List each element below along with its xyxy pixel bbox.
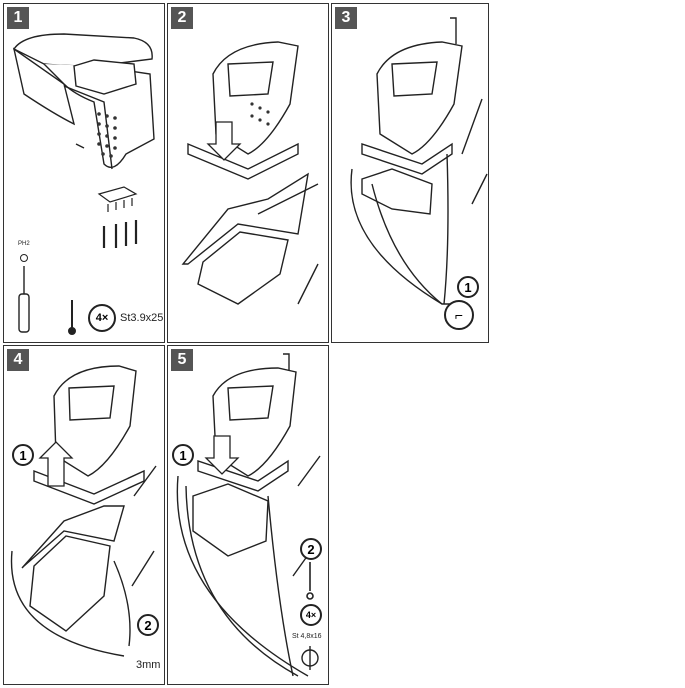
armrest-lowering-drawing [181,41,319,305]
screw-spec-label: St 4,8x16 [292,633,322,640]
step-number-badge: 3 [335,7,357,29]
callout-circle: 1 [172,444,194,466]
gap-measurement-label: 3mm [136,659,161,671]
screw-icon [301,646,319,670]
armrest-fitting-drawing [350,17,488,305]
step-number-badge: 2 [171,7,193,29]
step-4-panel: 4 1 2 3mm [3,345,165,685]
callout-circle: 1 [12,444,34,466]
step-2-panel: 2 [167,3,329,343]
up-arrow-icon [38,441,74,487]
callout-circle: 2 [137,614,159,636]
screw-icon [68,300,76,335]
armrest-exploded-drawing [12,33,155,335]
step-number-badge: 5 [171,349,193,371]
down-arrow-icon [204,435,240,475]
screwdriver-bit-icon [306,562,314,600]
screw-spec-label: St3.9x25 [120,312,164,324]
quantity-badge: 4× [88,304,116,332]
quantity-badge: 4× [300,604,322,626]
screwdriver-icon [18,254,30,333]
step-1-panel: 1 [3,3,165,343]
step-3-panel: 3 1 ⌐ [331,3,489,343]
callout-circle: 1 [457,276,479,298]
armrest-final-screw-drawing [176,353,321,677]
step-number-badge: 1 [7,7,29,29]
adhesive-icon: ⌐ [444,300,474,330]
armrest-lifting-drawing [10,365,157,657]
step-number-badge: 4 [7,349,29,371]
down-arrow-icon [206,121,242,161]
callout-circle: 2 [300,538,322,560]
tool-label: PH2 [18,241,30,247]
step-5-panel: 5 1 2 4× St 4,8x16 [167,345,329,685]
